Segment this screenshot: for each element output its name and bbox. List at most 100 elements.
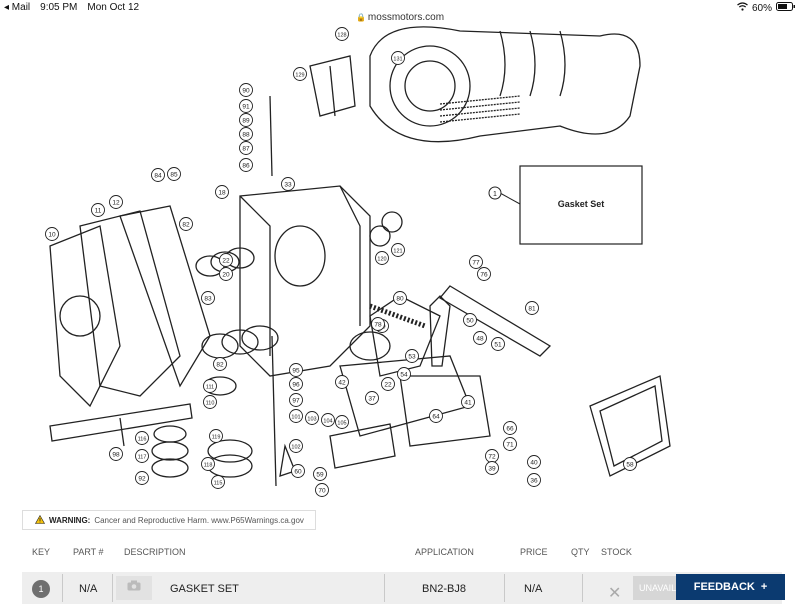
callout-number: 80 bbox=[396, 295, 404, 302]
battery-icon bbox=[776, 2, 796, 14]
callout-circle bbox=[313, 467, 327, 481]
wifi-icon bbox=[737, 2, 748, 14]
callout-circle bbox=[239, 99, 253, 113]
callout-circle bbox=[135, 431, 149, 445]
callout-number: 89 bbox=[242, 117, 250, 124]
callout-circle bbox=[335, 415, 349, 429]
column-divider bbox=[112, 574, 113, 602]
col-application: APPLICATION bbox=[415, 547, 474, 557]
back-to-mail-link[interactable]: ◂ Mail bbox=[4, 2, 31, 13]
callout-number: 50 bbox=[466, 317, 474, 324]
callout-circle bbox=[393, 291, 407, 305]
callout-circle bbox=[305, 411, 319, 425]
column-divider bbox=[504, 574, 505, 602]
col-qty: QTY bbox=[571, 547, 590, 557]
column-divider bbox=[384, 574, 385, 602]
callout-circle bbox=[321, 413, 335, 427]
callout-number: 59 bbox=[316, 471, 324, 478]
row-price: N/A bbox=[524, 583, 543, 595]
callout-circle bbox=[215, 185, 229, 199]
row-application: BN2-BJ8 bbox=[422, 583, 467, 595]
warning-text: Cancer and Reproductive Harm. www.P65War… bbox=[94, 515, 304, 525]
callout-circle bbox=[109, 195, 123, 209]
camera-icon bbox=[127, 580, 141, 594]
product-thumbnail[interactable] bbox=[116, 576, 152, 600]
callout-circle bbox=[201, 457, 215, 471]
stock-status: UNAVAILABLE bbox=[633, 576, 681, 600]
callout-circle bbox=[239, 141, 253, 155]
callout-number: 42 bbox=[338, 379, 346, 386]
status-bar: ◂ Mail 9:05 PM Mon Oct 12 60% bbox=[0, 0, 800, 16]
callout-circle bbox=[179, 217, 193, 231]
callout-number: 53 bbox=[408, 353, 416, 360]
row-part-number: N/A bbox=[79, 583, 98, 595]
close-icon: ✕ bbox=[608, 585, 622, 602]
col-price: PRICE bbox=[520, 547, 548, 557]
callout-number: 33 bbox=[284, 181, 292, 188]
callout-circle bbox=[473, 331, 487, 345]
callout-circle bbox=[525, 301, 539, 315]
callout-number: 22 bbox=[384, 381, 392, 388]
callout-number: 10 bbox=[48, 231, 56, 238]
feedback-button[interactable]: FEEDBACK + bbox=[676, 574, 785, 600]
callout-circle bbox=[209, 429, 223, 443]
legend-key-number: 1 bbox=[493, 191, 497, 198]
callout-number: 117 bbox=[138, 454, 147, 460]
callout-number: 104 bbox=[323, 418, 332, 424]
callout-number: 101 bbox=[291, 414, 300, 420]
callout-number: 111 bbox=[206, 384, 214, 390]
callout-circle bbox=[201, 291, 215, 305]
callout-circle bbox=[463, 313, 477, 327]
callout-circle bbox=[239, 113, 253, 127]
col-description: DESCRIPTION bbox=[124, 547, 186, 557]
url-bar[interactable]: 🔒mossmotors.com bbox=[0, 12, 800, 23]
callout-number: 96 bbox=[292, 381, 300, 388]
col-stock: STOCK bbox=[601, 547, 632, 557]
callout-circle bbox=[405, 349, 419, 363]
status-time: 9:05 PM bbox=[40, 2, 78, 13]
callout-number: 90 bbox=[242, 87, 250, 94]
callout-number: 39 bbox=[488, 465, 496, 472]
callout-number: 119 bbox=[212, 434, 221, 440]
callout-circle bbox=[203, 379, 217, 393]
callout-circle bbox=[291, 464, 305, 478]
callout-circle bbox=[151, 168, 165, 182]
callout-number: 85 bbox=[170, 171, 178, 178]
callout-circle bbox=[365, 391, 379, 405]
callout-number: 51 bbox=[494, 341, 502, 348]
callout-number: 41 bbox=[464, 399, 472, 406]
callout-circle bbox=[491, 337, 505, 351]
callout-circle bbox=[289, 377, 303, 391]
warning-label: WARNING: bbox=[49, 515, 91, 525]
url-text: mossmotors.com bbox=[367, 12, 445, 23]
callout-circle bbox=[239, 83, 253, 97]
callout-circle bbox=[391, 243, 405, 257]
callout-number: 78 bbox=[374, 321, 382, 328]
callout-number: 20 bbox=[222, 271, 230, 278]
callout-circle bbox=[211, 475, 225, 489]
status-date: Mon Oct 12 bbox=[87, 2, 140, 13]
callout-number: 81 bbox=[528, 305, 536, 312]
row-description: GASKET SET bbox=[170, 583, 239, 595]
callout-circle bbox=[135, 471, 149, 485]
parts-table-header: KEY PART # DESCRIPTION APPLICATION PRICE… bbox=[0, 545, 800, 559]
table-row[interactable]: 1 N/A GASKET SET BN2-BJ8 N/A ✕ UNAVAILAB… bbox=[22, 572, 782, 604]
callout-circle bbox=[315, 483, 329, 497]
callout-number: 72 bbox=[488, 453, 496, 460]
callout-circle bbox=[503, 421, 517, 435]
callout-circle bbox=[219, 267, 233, 281]
callout-circle bbox=[477, 267, 491, 281]
callout-number: 103 bbox=[307, 416, 316, 422]
feedback-label: FEEDBACK bbox=[693, 581, 755, 593]
callout-number: 22 bbox=[222, 257, 230, 264]
callout-circle bbox=[239, 127, 253, 141]
callout-number: 120 bbox=[377, 256, 386, 262]
callout-number: 86 bbox=[242, 162, 250, 169]
callout-number: 97 bbox=[292, 397, 300, 404]
legend-text: Gasket Set bbox=[558, 199, 605, 209]
callout-number: 84 bbox=[154, 172, 162, 179]
callout-circle bbox=[527, 473, 541, 487]
callout-number: 88 bbox=[242, 131, 250, 138]
callout-number: 82 bbox=[182, 221, 190, 228]
callout-number: 105 bbox=[337, 420, 346, 426]
